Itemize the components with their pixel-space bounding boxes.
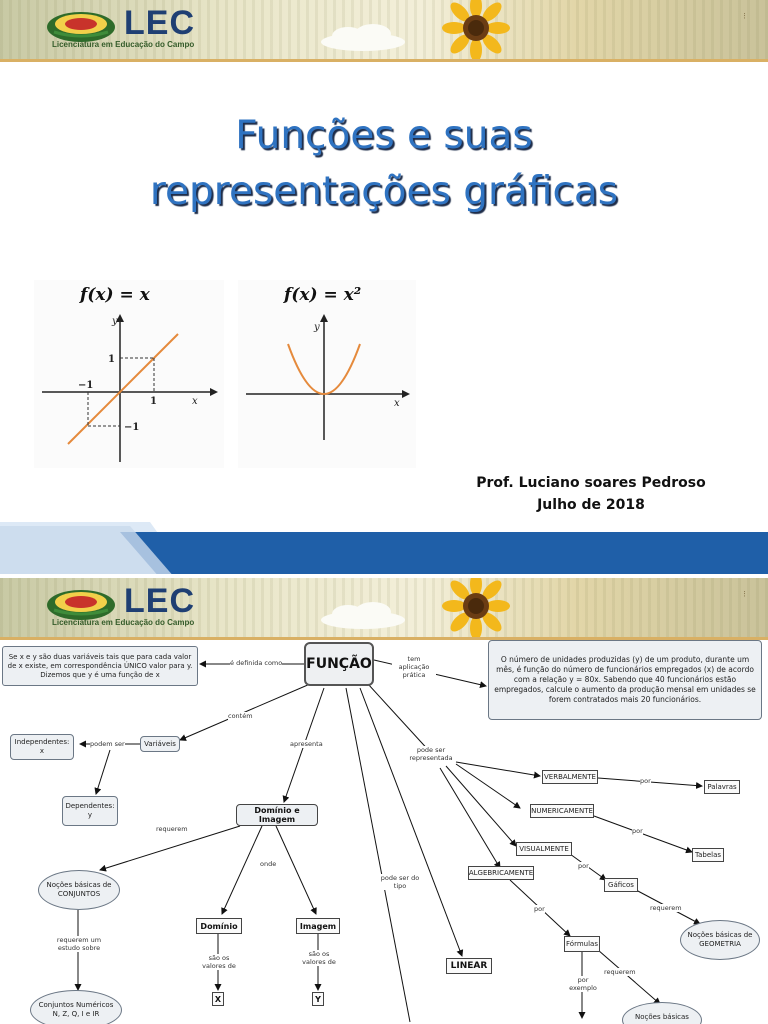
y-label: y: [313, 322, 320, 333]
lec-logo-icon: [47, 590, 115, 620]
label-por-1: por: [640, 777, 651, 785]
tick-y-neg: −1: [124, 422, 139, 433]
x-label: x: [192, 396, 198, 407]
node-nocoes-conjuntos: Noções básicas de CONJUNTOS: [38, 870, 120, 910]
y-label: y: [111, 316, 118, 327]
label-sao-os-valores-de-2: são os valores de: [300, 950, 338, 966]
linear-graph-panel: [34, 280, 224, 468]
parabola-curve: [287, 343, 361, 395]
presentation-date: Julho de 2018: [537, 497, 645, 513]
quadratic-graph-panel: [238, 280, 416, 468]
edge-dominioimagem-imagem: [275, 825, 317, 915]
node-verbalmente: VERBALMENTE: [542, 770, 598, 784]
logo-text: LEC: [124, 582, 195, 620]
tick-x-neg: −1: [78, 380, 93, 391]
title-line-1: Funções e suas: [235, 113, 533, 158]
edge-formulas-nocoes: [597, 949, 661, 1005]
node-dependentes: Dependentes: y: [62, 796, 118, 826]
edge-numeric-tabelas: [593, 815, 693, 854]
x-label: x: [394, 398, 400, 409]
node-visualmente: VISUALMENTE: [516, 842, 572, 856]
node-dominio: Domínio: [196, 918, 242, 934]
label-requerem-um-estudo: requerem um estudo sobre: [52, 936, 106, 952]
node-graficos: Gáficos: [604, 878, 638, 892]
page-mark: ⁝: [743, 12, 746, 22]
node-definition: Se x e y são duas variáveis tais que par…: [2, 646, 198, 686]
x-axis-arrow: [402, 390, 410, 398]
edge-funcao-linear: [345, 687, 411, 1023]
edge-dominioimagem-conjuntos: [99, 825, 241, 872]
author-name: Prof. Luciano soares Pedroso: [476, 475, 706, 491]
label-requerem-2: requerem: [650, 904, 682, 912]
page-mark: ⁝: [743, 590, 746, 600]
label-por-2: por: [632, 827, 643, 835]
y-axis-arrow: [320, 314, 328, 322]
quadratic-graph: y x: [246, 314, 410, 440]
label-onde: onde: [260, 860, 277, 868]
quadratic-formula: f(x) = x²: [284, 285, 362, 305]
node-conjuntos-numericos: Conjuntos Numéricos N, Z, Q, I e IR: [30, 990, 122, 1024]
edge-rep-visualmente: [445, 765, 517, 847]
author-block: Prof. Luciano soares Pedroso Julho de 20…: [456, 472, 726, 516]
label-pode-ser-representada: pode ser representada: [406, 746, 456, 762]
edge-funcao-linear-2: [359, 687, 464, 957]
node-formulas: Fórmulas: [564, 936, 600, 952]
node-y: Y: [312, 992, 324, 1006]
logo-text: LEC: [124, 4, 195, 42]
node-imagem: Imagem: [296, 918, 340, 934]
node-tabelas: Tabelas: [692, 848, 724, 862]
edge-rep-verbalmente: [455, 761, 541, 779]
label-requerem-3: requerem: [604, 968, 636, 976]
cloud-icon: [321, 24, 405, 51]
label-contem: contém: [228, 712, 253, 720]
tick-x-pos: 1: [150, 396, 157, 407]
node-nocoes-geometria: Noções básicas de GEOMETRIA: [680, 920, 760, 960]
cloud-icon: [321, 602, 405, 629]
label-pode-ser-do-tipo: pode ser do tipo: [380, 874, 420, 890]
edge-rep-numericamente: [455, 763, 521, 809]
central-node-funcao: FUNÇÃO: [304, 642, 374, 686]
node-dominio-imagem: Domínio e Imagem: [236, 804, 318, 826]
linear-graph: y x 1 1 −1 −1: [42, 314, 218, 462]
slide-divider-stripe: [0, 522, 768, 578]
slide-title: Funções e suas representações gráficas: [0, 108, 768, 220]
label-por-3: por: [578, 862, 589, 870]
node-algebricamente: ALGEBRICAMENTE: [468, 866, 534, 880]
node-x: X: [212, 992, 224, 1006]
slide1-banner: LEC Licenciatura em Educação do Campo ⁝: [0, 0, 768, 62]
label-requerem-1: requerem: [156, 825, 188, 833]
label-por-exemplo: por exemplo: [566, 976, 600, 992]
node-application: O número de unidades produzidas (y) de u…: [488, 640, 762, 720]
linear-formula: f(x) = x: [80, 285, 150, 305]
edge-rep-algebricamente: [439, 767, 501, 869]
label-apresenta: apresenta: [290, 740, 323, 748]
edge-variaveis-dependentes: [94, 749, 111, 795]
x-axis-arrow: [210, 388, 218, 396]
node-variaveis: Variáveis: [140, 736, 180, 752]
label-por-4: por: [534, 905, 545, 913]
node-numericamente: NUMERICAMENTE: [530, 804, 594, 818]
edge-dominioimagem-dominio: [221, 825, 263, 915]
logo-subtitle: Licenciatura em Educação do Campo: [52, 618, 195, 627]
title-line-2: representações gráficas: [149, 169, 619, 214]
node-linear: LINEAR: [446, 958, 492, 974]
label-podem-ser: podem ser: [90, 740, 125, 748]
slide2-banner: LEC Licenciatura em Educação do Campo ⁝: [0, 578, 768, 640]
y-axis-arrow: [116, 314, 124, 322]
label-tem-aplicacao: tem aplicação prática: [392, 655, 436, 679]
node-independentes: Independentes: x: [10, 734, 74, 760]
logo-subtitle: Licenciatura em Educação do Campo: [52, 40, 195, 49]
lec-logo-icon: [47, 12, 115, 42]
node-palavras: Palavras: [704, 780, 740, 794]
tick-y-pos: 1: [108, 354, 115, 365]
identity-line: [67, 333, 179, 445]
sunflower-icon: [442, 578, 510, 637]
edge-funcao-representada: [367, 683, 433, 755]
label-sao-os-valores-de-1: são os valores de: [200, 954, 238, 970]
label-e-definida-como: é definida como: [230, 659, 283, 667]
sunflower-icon: [442, 0, 510, 59]
